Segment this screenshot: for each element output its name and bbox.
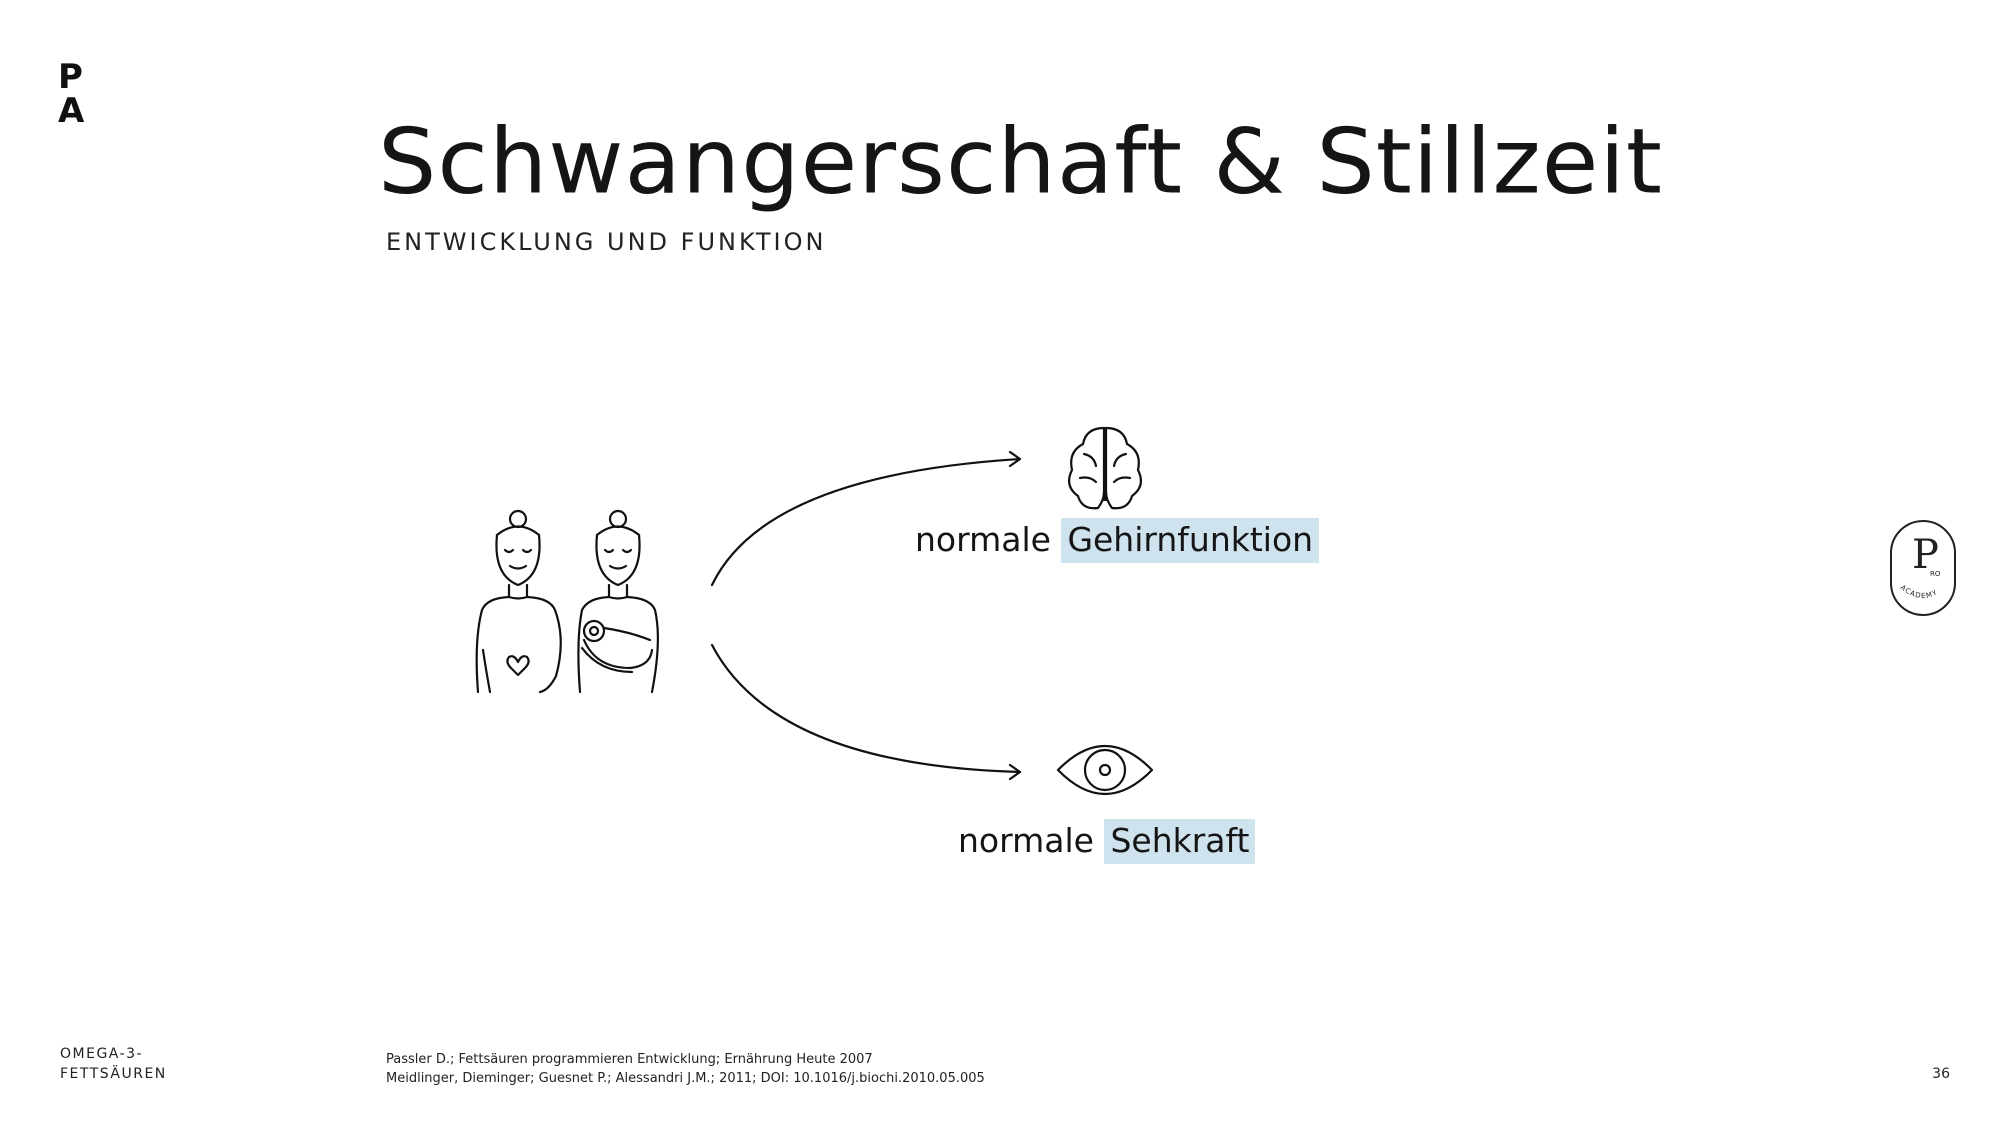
arrow-to-brain [710,457,1022,587]
svg-text:ACADEMY: ACADEMY [1899,583,1939,600]
footer-references: Passler D.; Fettsäuren programmieren Ent… [386,1050,985,1088]
breastfeeding-woman-icon [577,509,659,694]
page-subtitle: ENTWICKLUNG UND FUNKTION [386,228,827,256]
outcome-brain-prefix: normale [915,520,1051,559]
svg-text:P: P [1912,532,1939,578]
arrow-to-eye [710,643,1022,774]
footer-section-label: OMEGA-3- FETTSÄUREN [60,1044,167,1084]
logo-pa: P A [58,60,98,128]
logo-letter-a: A [58,91,85,131]
eye-icon [1056,745,1154,795]
page-title: Schwangerschaft & Stillzeit [378,109,1663,214]
outcome-eye-prefix: normale [958,821,1094,860]
outcome-eye-label: normale Sehkraft [958,819,1256,864]
svg-text:RO: RO [1930,570,1941,578]
outcome-brain-label: normale Gehirnfunktion [915,518,1320,563]
brain-icon [1067,426,1143,510]
reference-1: Passler D.; Fettsäuren programmieren Ent… [386,1052,873,1067]
footer-section-line2: FETTSÄUREN [60,1066,167,1082]
page-number: 36 [1932,1066,1950,1082]
logo-letter-p: P [58,57,83,97]
reference-2: Meidlinger, Dieminger; Guesnet P.; Aless… [386,1071,985,1086]
pregnant-woman-icon [475,509,562,694]
pro-academy-badge-icon: P RO ACADEMY [1890,520,1956,616]
footer-section-line1: OMEGA-3- [60,1046,144,1062]
outcome-eye-highlight: Sehkraft [1104,819,1256,864]
outcome-brain-highlight: Gehirnfunktion [1061,518,1320,563]
